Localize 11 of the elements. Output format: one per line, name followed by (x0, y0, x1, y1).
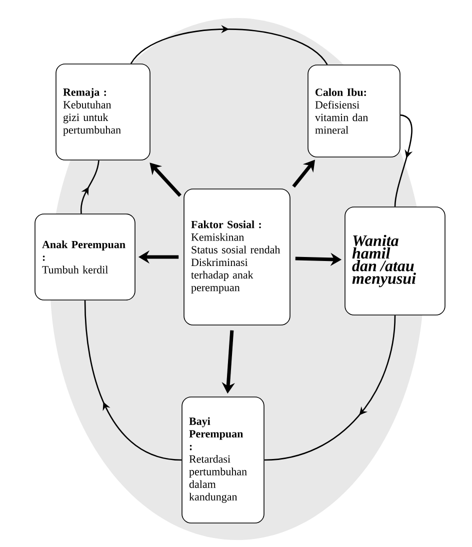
cycle-arrow (264, 315, 396, 461)
cycle-arrow (80, 160, 100, 214)
text-box: Faktor Sosial : Kemiskinan Status sosial rendah Diskriminasi terhadap anak perempuan (184, 188, 290, 326)
text-box: Remaja : Kebutuhan gizi untuk pertumbuhan (56, 64, 150, 160)
callout-box: Wanita hamil dan /atau menyusui (344, 206, 446, 316)
cycle-arrow (394, 114, 413, 207)
text-box: Bayi Perempuan : Retardasi pertumbuhan dalam kandungan (182, 396, 264, 524)
text-box: Calon Ibu: Defisiensi vitamin dan mineral (308, 64, 400, 158)
text-box: Anak Perempuan : Tumbuh kerdil (34, 214, 136, 300)
cycle-arrow (130, 25, 328, 66)
cycle-arrow (84, 300, 182, 461)
